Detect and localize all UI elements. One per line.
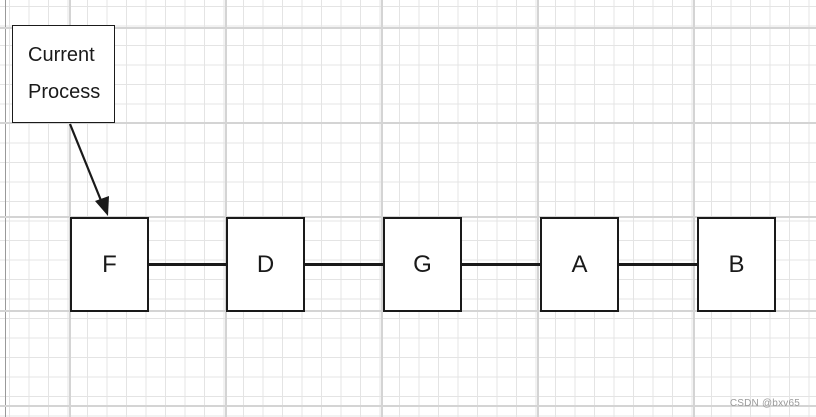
callout-line-2: Process [28,81,101,103]
grid-major-line [0,122,816,124]
node-d: D [226,217,305,312]
connector-g-a [462,263,541,266]
node-f: F [70,217,149,312]
callout-line-1: Current [28,44,95,66]
grid-major-line [0,405,816,407]
connector-d-g [305,263,384,266]
grid-major-line [69,0,71,417]
grid-major-line [0,27,816,29]
left-edge-rule [5,0,6,417]
node-a: A [540,217,619,312]
node-b: B [697,217,776,312]
grid-major-line [537,0,539,417]
current-process-callout: Current Process [12,25,115,123]
node-g: G [383,217,462,312]
grid-major-line [693,0,695,417]
watermark-text: CSDN @bxv65 [729,398,800,409]
grid-major-line [381,0,383,417]
connector-f-d [148,263,227,266]
grid-major-line [225,0,227,417]
connector-a-b [619,263,698,266]
